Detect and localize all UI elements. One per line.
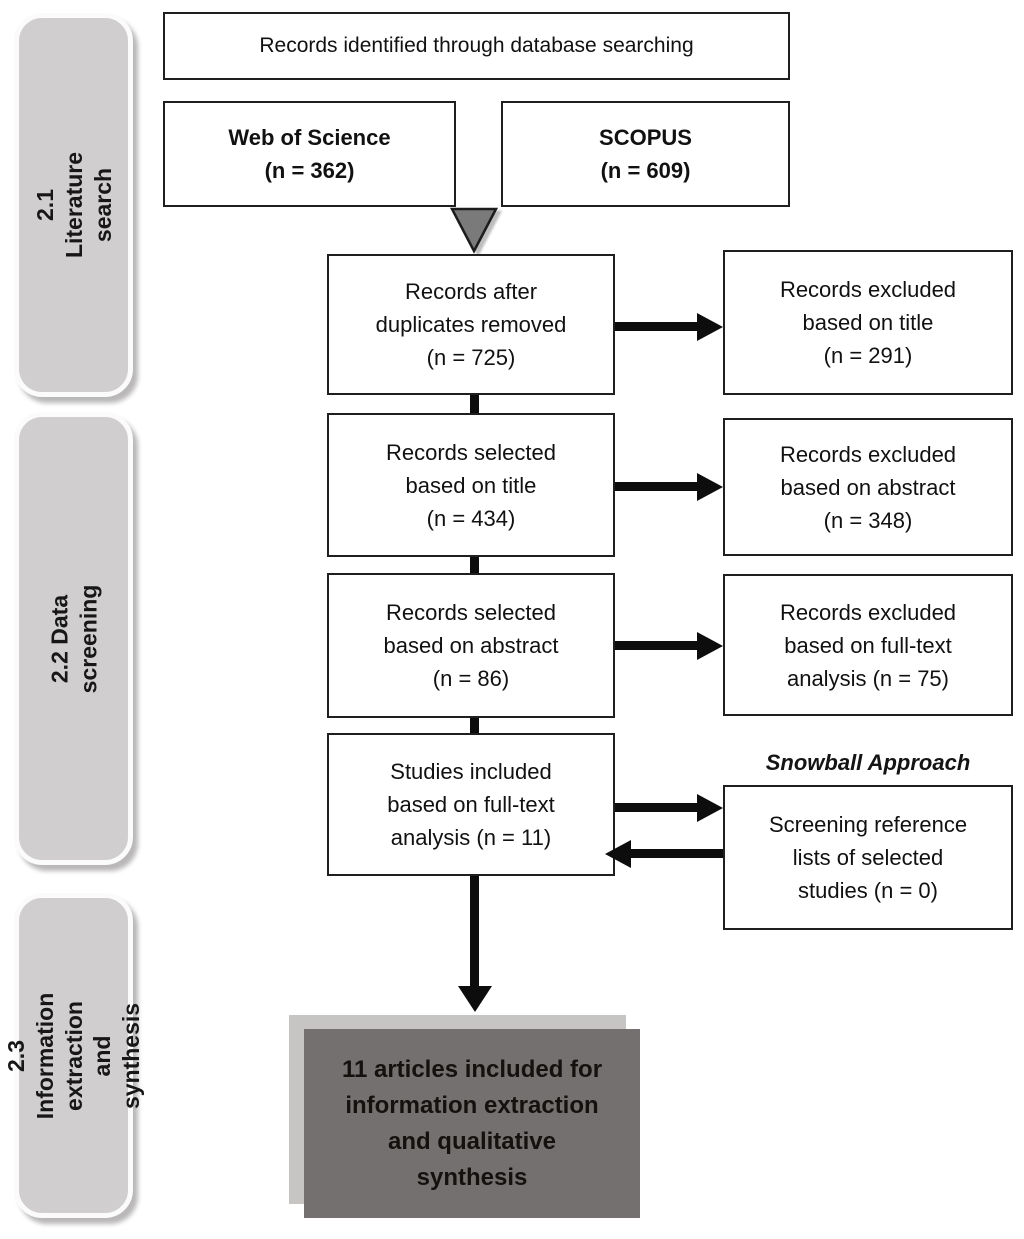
source-box-scopus: SCOPUS (n = 609): [501, 101, 790, 207]
source-box-web-of-science: Web of Science (n = 362): [163, 101, 456, 207]
source-name: SCOPUS: [599, 125, 692, 150]
exclusion-arrow-abstract: [615, 482, 697, 491]
sidebar-section-literature-search: 2.1 Literature search: [14, 13, 133, 397]
identification-box: Records identified through database sear…: [163, 12, 790, 80]
final-arrow: [470, 876, 479, 986]
exclusion-box-title: Records excluded based on title (n = 291…: [723, 250, 1013, 395]
exclusion-arrow-fulltext: [615, 641, 697, 650]
screening-box-selected-title: Records selected based on title (n = 434…: [327, 413, 615, 557]
connector-line: [470, 557, 479, 573]
exclusion-arrow-title: [615, 322, 697, 331]
sidebar-section-label: 2.1 Literature search: [31, 151, 115, 259]
snowball-arrow-right: [615, 803, 697, 812]
source-count: (n = 609): [600, 158, 691, 183]
source-name: Web of Science: [228, 125, 391, 150]
snowball-box: Screening reference lists of selected st…: [723, 785, 1013, 930]
source-count: (n = 362): [264, 158, 355, 183]
sidebar-section-label: 2.2 Data screening: [45, 584, 101, 693]
screening-box-duplicates-removed: Records after duplicates removed (n = 72…: [327, 254, 615, 395]
exclusion-box-fulltext: Records excluded based on full-text anal…: [723, 574, 1013, 716]
sidebar-section-information-extraction: 2.3 Information extraction and synthesis: [3, 893, 144, 1218]
sidebar-section-label: 2.3 Information extraction and synthesis: [2, 992, 144, 1119]
snowball-arrow-left: [631, 849, 724, 858]
screening-box-included-fulltext: Studies included based on full-text anal…: [327, 733, 615, 876]
screening-box-selected-abstract: Records selected based on abstract (n = …: [327, 573, 615, 718]
connector-line: [470, 718, 479, 733]
exclusion-box-abstract: Records excluded based on abstract (n = …: [723, 418, 1013, 556]
sidebar-section-data-screening: 2.2 Data screening: [14, 412, 133, 865]
connector-line: [470, 395, 479, 413]
snowball-approach-title: Snowball Approach: [765, 750, 971, 775]
merge-down-triangle-icon: [450, 207, 498, 254]
final-box: 11 articles included for information ext…: [304, 1029, 640, 1218]
